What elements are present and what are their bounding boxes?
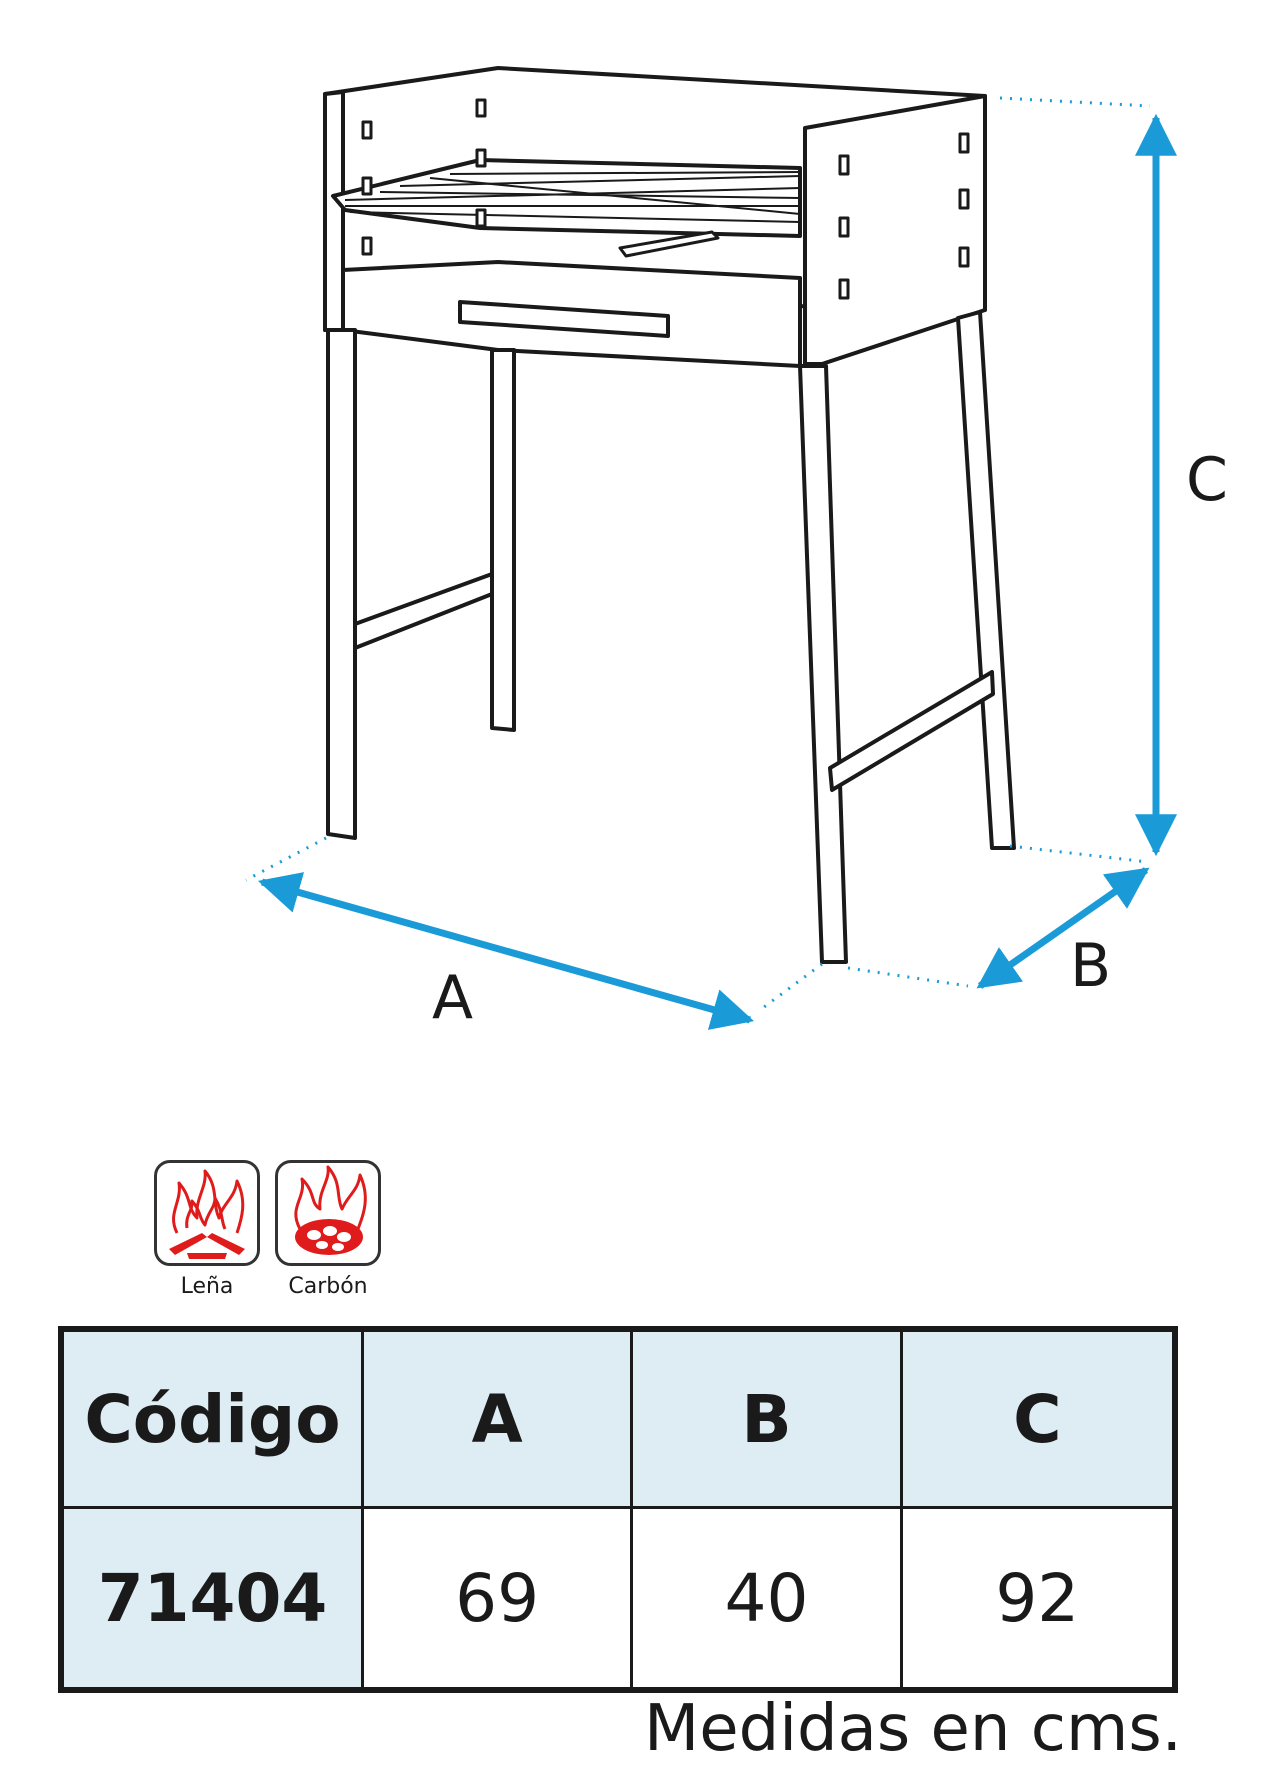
table-row: 71404 69 40 92 xyxy=(59,1506,1177,1692)
header-c: C xyxy=(899,1327,1177,1509)
cell-code: 71404 xyxy=(59,1506,364,1692)
cell-b: 40 xyxy=(630,1506,903,1692)
cell-a: 69 xyxy=(360,1506,634,1692)
vent-slots xyxy=(361,98,970,300)
label-a: A xyxy=(432,963,473,1033)
barbecue-diagram: A B C xyxy=(245,66,1228,1033)
dimension-arrows xyxy=(257,113,1177,1030)
tray-handle xyxy=(458,300,670,338)
label-c: C xyxy=(1186,445,1228,515)
dimensions-table: Código A B C 71404 69 40 92 xyxy=(58,1326,1178,1693)
header-a: A xyxy=(360,1327,634,1509)
fuel-badge-firewood: Leña xyxy=(153,1160,261,1299)
fuel-label-charcoal: Carbón xyxy=(288,1274,368,1299)
left-side-panel xyxy=(323,90,345,332)
firewood-flame-icon xyxy=(154,1160,260,1266)
header-code: Código xyxy=(59,1327,364,1509)
label-b: B xyxy=(1070,931,1111,1001)
fuel-label-firewood: Leña xyxy=(180,1274,234,1299)
legs xyxy=(326,310,1016,964)
table-header-row: Código A B C xyxy=(59,1327,1177,1509)
charcoal-flame-icon xyxy=(275,1160,381,1266)
fuel-badge-charcoal: Carbón xyxy=(274,1160,382,1299)
units-footnote: Medidas en cms. xyxy=(643,1692,1182,1766)
dimension-guides xyxy=(245,96,1151,1012)
right-side-panel xyxy=(803,94,987,366)
arrow-b xyxy=(976,867,1150,989)
cell-c: 92 xyxy=(899,1506,1177,1692)
barbecue-drawing xyxy=(323,66,1016,964)
arrow-a xyxy=(257,872,755,1030)
header-b: B xyxy=(630,1327,903,1509)
